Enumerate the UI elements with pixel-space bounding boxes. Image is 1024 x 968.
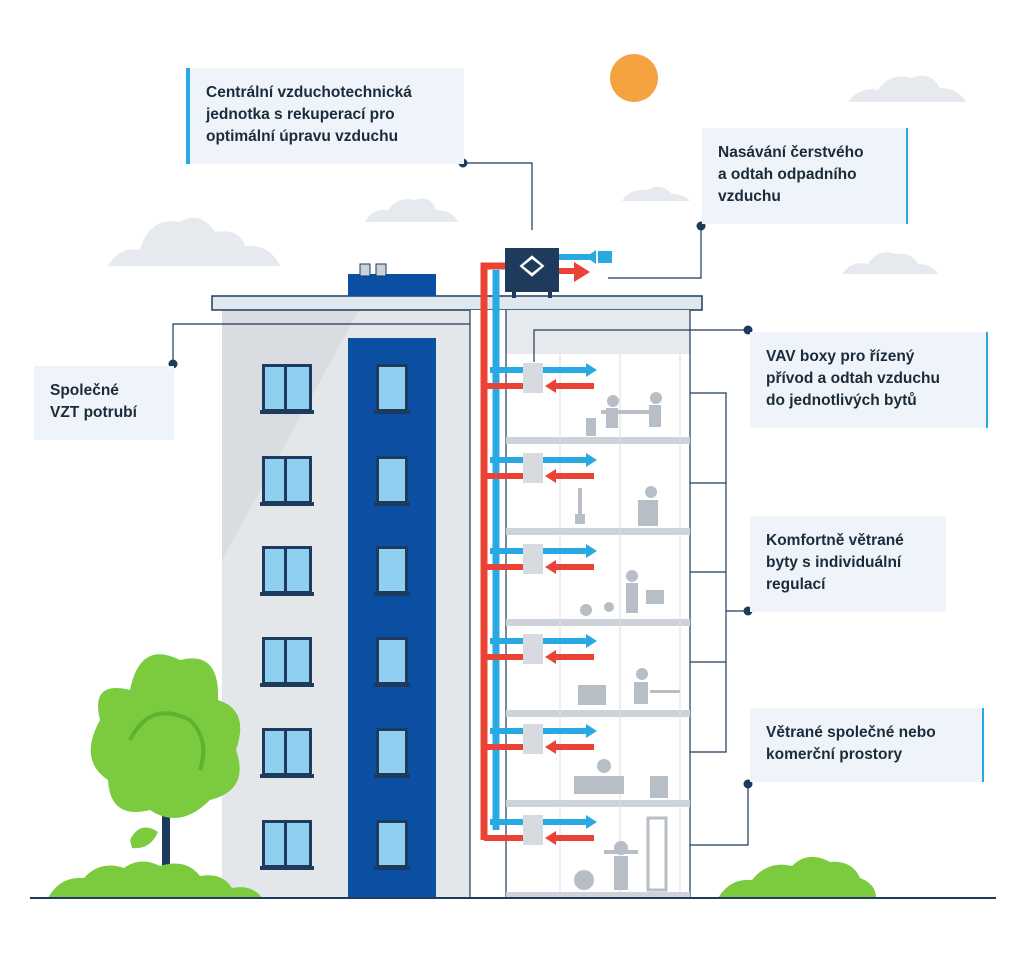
cloud-icon	[108, 75, 966, 274]
callout-central-unit: Centrální vzduchotechnická jednotka s re…	[186, 68, 464, 164]
sun-icon	[610, 54, 658, 102]
callout-vav-boxes: VAV boxy pro řízený přívod a odtah vzduc…	[750, 332, 988, 428]
callout-fresh-air: Nasávání čerstvého a odtah odpadního vzd…	[702, 128, 908, 224]
callout-comfort-flats: Komfortně větrané byty s individuální re…	[750, 516, 946, 612]
building-stairwell	[348, 338, 436, 898]
callout-shared-duct: Společné VZT potrubí	[34, 366, 174, 440]
tree-icon	[90, 654, 241, 890]
callout-commercial: Větrané společné nebo komerční prostory	[750, 708, 984, 782]
bush-icon	[48, 856, 876, 898]
person-icon	[574, 392, 680, 892]
ahu-unit-icon	[505, 248, 612, 298]
floor-slabs	[506, 437, 690, 899]
callout-leaders	[172, 162, 749, 846]
